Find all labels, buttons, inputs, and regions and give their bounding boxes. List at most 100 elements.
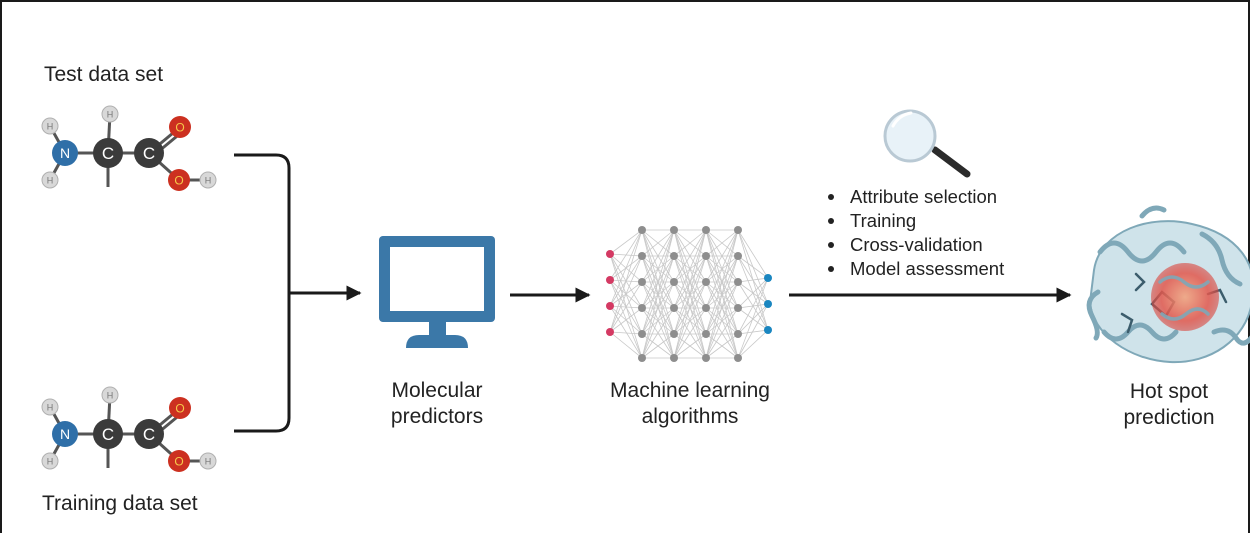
test-molecule-icon: H H H H N C C O O bbox=[41, 105, 217, 191]
nn-connection bbox=[737, 255, 769, 279]
nn-node-hidden bbox=[670, 354, 678, 362]
nn-connection bbox=[737, 277, 769, 335]
nn-node-hidden bbox=[734, 304, 742, 312]
atom-label-c: C bbox=[102, 425, 114, 444]
atom-label-h: H bbox=[205, 457, 212, 467]
nn-node-hidden bbox=[734, 330, 742, 338]
hot-spot-prediction-label: Hot spot prediction bbox=[1079, 379, 1250, 431]
nn-connection bbox=[609, 229, 643, 255]
nn-node-input bbox=[606, 250, 614, 258]
nn-connection bbox=[641, 229, 675, 257]
molecular-predictors-line2: predictors bbox=[390, 405, 484, 428]
protein-structure-icon bbox=[1086, 205, 1250, 364]
atom-label-o: O bbox=[174, 455, 183, 469]
nn-node-hidden bbox=[670, 330, 678, 338]
nn-connection bbox=[609, 331, 643, 335]
molecular-predictors-label: Molecular predictors bbox=[337, 378, 537, 430]
carbon-atom-icon bbox=[93, 419, 123, 449]
nn-node-hidden bbox=[702, 226, 710, 234]
hydrogen-atom-icon bbox=[199, 171, 217, 189]
atom-label-h: H bbox=[205, 176, 212, 186]
atom-label-n: N bbox=[60, 145, 70, 161]
atom-label-c: C bbox=[143, 425, 155, 444]
nn-connection bbox=[705, 307, 739, 359]
hydrogen-atom-icon bbox=[41, 452, 59, 470]
nn-connection bbox=[673, 333, 707, 359]
nn-node-input bbox=[606, 302, 614, 310]
atom-label-h: H bbox=[47, 403, 54, 413]
nn-connection bbox=[705, 229, 739, 257]
neural-network-icon bbox=[606, 226, 772, 362]
atom-label-h: H bbox=[107, 391, 114, 401]
nn-connection bbox=[641, 229, 675, 309]
molecular-predictors-line1: Molecular bbox=[391, 379, 483, 402]
carbon-atom-icon bbox=[134, 138, 164, 168]
hydrogen-atom-icon bbox=[41, 117, 59, 135]
nn-node-hidden bbox=[702, 354, 710, 362]
nn-node-hidden bbox=[702, 304, 710, 312]
nn-node-output bbox=[764, 274, 772, 282]
nn-connection bbox=[673, 281, 707, 359]
nn-connection bbox=[609, 331, 643, 359]
hydrogen-atom-icon bbox=[41, 398, 59, 416]
nn-node-hidden bbox=[638, 252, 646, 260]
nn-connection bbox=[641, 307, 675, 359]
step-model-assessment: Model assessment bbox=[824, 257, 1004, 281]
atom-label-h: H bbox=[107, 110, 114, 120]
oxygen-atom-icon bbox=[168, 450, 190, 472]
nn-connection bbox=[673, 229, 707, 283]
nn-node-hidden bbox=[638, 226, 646, 234]
nn-node-hidden bbox=[670, 252, 678, 260]
nn-connection bbox=[609, 307, 643, 333]
nn-node-hidden bbox=[702, 278, 710, 286]
nn-connection bbox=[705, 255, 739, 359]
nn-connection bbox=[673, 229, 707, 335]
nn-node-hidden bbox=[670, 304, 678, 312]
computer-monitor-icon bbox=[379, 236, 495, 348]
nn-connection bbox=[737, 229, 769, 279]
nn-node-hidden bbox=[734, 278, 742, 286]
step-cross-validation: Cross-validation bbox=[824, 233, 1004, 257]
nn-connection bbox=[705, 229, 739, 309]
machine-learning-label: Machine learning algorithms bbox=[580, 378, 800, 430]
machine-learning-line2: algorithms bbox=[641, 405, 739, 428]
step-attribute-selection: Attribute selection bbox=[824, 185, 1004, 209]
training-data-set-label: Training data set bbox=[42, 492, 198, 515]
machine-learning-line1: Machine learning bbox=[610, 379, 770, 402]
nn-connection bbox=[737, 329, 769, 359]
nn-node-hidden bbox=[638, 330, 646, 338]
atom-label-h: H bbox=[47, 457, 54, 467]
nn-connection bbox=[609, 229, 643, 307]
nn-connection bbox=[705, 229, 739, 283]
nn-node-hidden bbox=[734, 226, 742, 234]
nn-connection bbox=[609, 279, 643, 359]
atom-label-h: H bbox=[47, 122, 54, 132]
nn-node-hidden bbox=[734, 354, 742, 362]
nn-node-hidden bbox=[638, 278, 646, 286]
nn-connection bbox=[609, 229, 643, 281]
ml-steps-list: Attribute selection Training Cross-valid… bbox=[824, 185, 1004, 281]
magnifier-icon bbox=[883, 109, 971, 178]
nitrogen-atom-icon bbox=[52, 140, 78, 166]
hot-spot-line2: prediction bbox=[1123, 406, 1215, 429]
nn-connection bbox=[673, 307, 707, 359]
nn-connection bbox=[609, 229, 643, 333]
hydrogen-atom-icon bbox=[101, 386, 119, 404]
nn-connection bbox=[641, 229, 675, 335]
nn-node-hidden bbox=[638, 354, 646, 362]
nn-node-hidden bbox=[670, 278, 678, 286]
nn-node-output bbox=[764, 326, 772, 334]
atom-label-c: C bbox=[143, 144, 155, 163]
hot-spot-line1: Hot spot bbox=[1129, 380, 1209, 403]
nn-connection bbox=[641, 333, 675, 359]
nn-connection bbox=[641, 255, 675, 359]
nn-node-hidden bbox=[702, 252, 710, 260]
nn-connection bbox=[609, 255, 643, 333]
nn-connection bbox=[737, 277, 769, 359]
hydrogen-atom-icon bbox=[199, 452, 217, 470]
step-training: Training bbox=[824, 209, 1004, 233]
nn-node-hidden bbox=[670, 226, 678, 234]
nn-connection bbox=[673, 229, 707, 257]
